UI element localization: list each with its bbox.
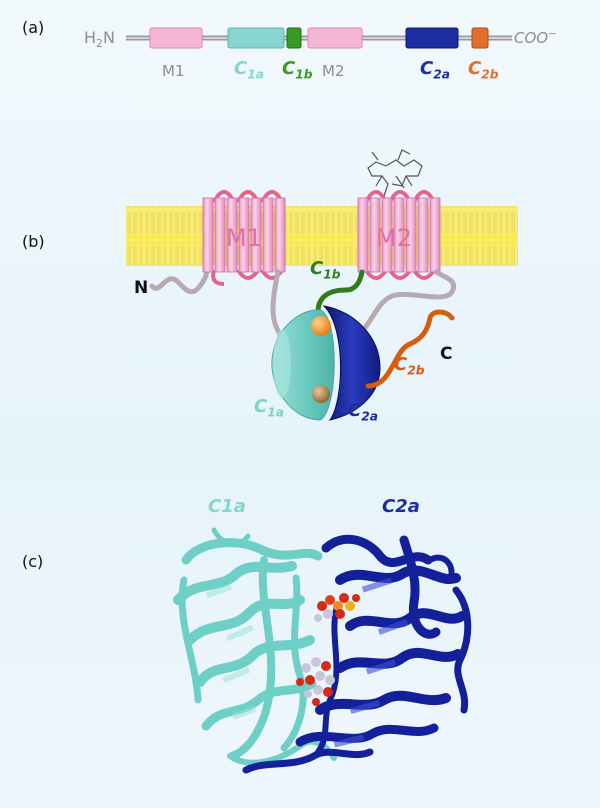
topology-label-c2b: C2b	[394, 354, 425, 378]
label-c1b: C1b	[282, 58, 313, 82]
c2b-tail	[365, 309, 455, 389]
domain-c2b-box	[471, 27, 489, 49]
structure-label-c2a: C2a	[382, 496, 420, 517]
atp-site-ball	[311, 316, 331, 336]
label-c2a: C2a	[420, 58, 450, 82]
m2-c2a-linker	[357, 269, 456, 337]
topology-label-c1a: C1a	[254, 396, 284, 420]
n-terminal-tail	[149, 263, 211, 295]
structure-label-c1a: C1a	[208, 496, 246, 517]
topology-label-n: N	[134, 278, 149, 298]
domain-c1b-box	[286, 27, 302, 49]
lipid-bilayer	[126, 206, 518, 266]
domain-m2-box	[307, 27, 363, 49]
label-m2: M2	[322, 62, 345, 80]
label-c2b: C2b	[468, 58, 499, 82]
topology-label-m1: M1	[226, 224, 262, 252]
topology-label-c2a: C2a	[348, 400, 378, 424]
glycan-icon	[367, 149, 423, 197]
domain-c1a-box	[227, 27, 285, 49]
c-terminus-label: COO−	[514, 28, 557, 47]
c1a-ribbon	[173, 527, 337, 766]
atp-ligand	[314, 593, 360, 622]
panel-label-b: (b)	[22, 232, 45, 251]
label-c1a: C1a	[234, 58, 264, 82]
forskolin-site-ball	[312, 385, 330, 403]
c2a-domain-shape	[322, 305, 381, 421]
c2a-ribbon	[242, 534, 472, 774]
panel-label-a: (a)	[22, 18, 45, 37]
topology-label-c: C	[440, 344, 453, 364]
topology-label-c1b: C1b	[310, 258, 341, 282]
domain-c2a-box	[405, 27, 459, 49]
c1b-linker	[315, 269, 365, 315]
n-terminus-label: H2N	[84, 28, 115, 50]
panel-label-c: (c)	[22, 552, 44, 571]
forskolin-ligand	[296, 657, 335, 706]
topology-label-m2: M2	[376, 224, 412, 252]
label-m1: M1	[162, 62, 185, 80]
domain-m1-box	[149, 27, 203, 49]
m2-helix-bundle	[357, 190, 441, 280]
m1-helix-bundle	[202, 190, 286, 286]
